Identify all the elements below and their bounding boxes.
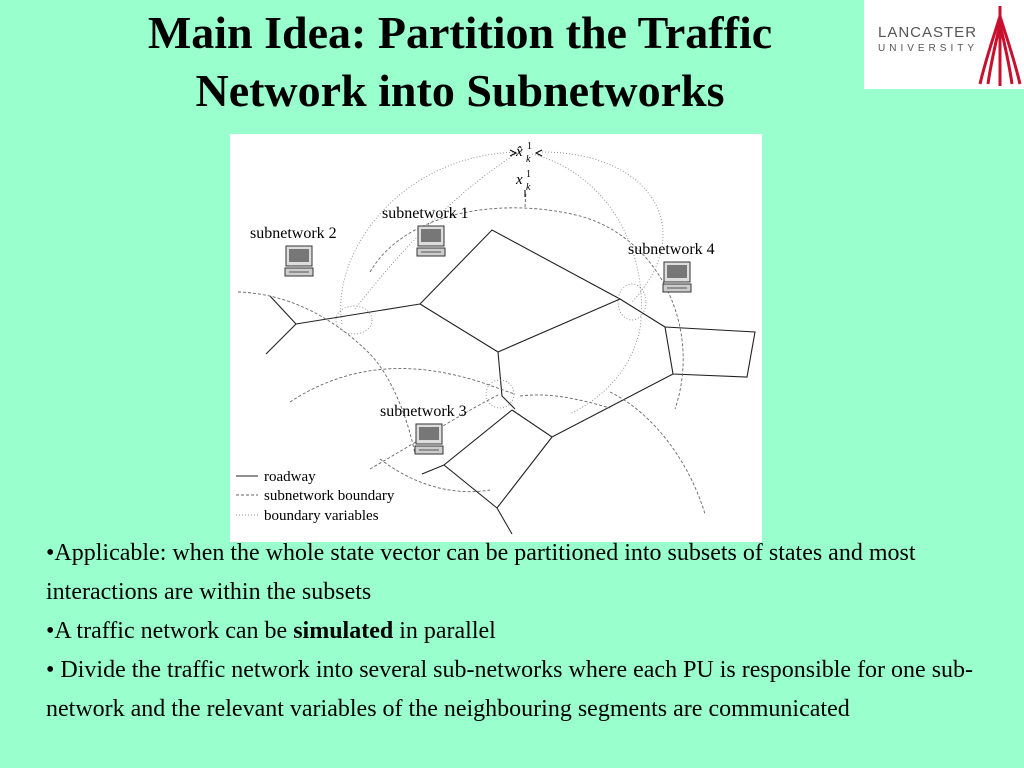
roadway-network (265, 229, 756, 535)
x-hat-superscript: 1 (527, 141, 532, 152)
subnetwork-2-label: subnetwork 2 (250, 225, 337, 242)
legend-subnetwork-boundary: subnetwork boundary (264, 488, 395, 504)
subnetwork-4-label: subnetwork 4 (628, 241, 715, 258)
subnetwork-3-label: subnetwork 3 (380, 403, 467, 420)
logo-emblem-icon (978, 6, 1022, 86)
bullet-2-text-start: •A traffic network can be (46, 618, 294, 644)
legend-boundary-variables: boundary variables (264, 508, 379, 524)
logo-text-lancaster: LANCASTER (878, 24, 978, 41)
x-subscript: k (526, 182, 531, 193)
bullet-list: •Applicable: when the whole state vector… (46, 534, 1006, 729)
bullet-divide: • Divide the traffic network into severa… (46, 657, 974, 722)
x-hat-subscript: k (526, 154, 531, 165)
subnetwork-boundaries (237, 191, 706, 515)
bullet-2-bold: simulated (293, 618, 394, 644)
bullet-simulated: •A traffic network can be simulated in p… (46, 612, 1006, 651)
x-label: x (515, 172, 523, 188)
legend-roadway: roadway (264, 469, 316, 485)
bullet-applicable: •Applicable: when the whole state vector… (46, 540, 916, 605)
title-line-1: Main Idea: Partition the Traffic (147, 7, 773, 58)
title-line-2: Network into Subnetworks (195, 65, 725, 116)
diagram-legend: roadway subnetwork boundary boundary var… (236, 469, 395, 524)
network-diagram: x̂ 1 k x 1 k subnetwork 1 subnetwork 2 s… (230, 134, 762, 542)
computer-icon-sub2 (284, 245, 314, 277)
university-logo: LANCASTER UNIVERSITY (864, 0, 1024, 89)
subnetwork-1-label: subnetwork 1 (382, 205, 469, 222)
boundary-variable-curves (335, 149, 664, 415)
logo-text-university: UNIVERSITY (878, 43, 979, 54)
computer-icon-sub4 (662, 261, 692, 293)
bullet-2-text-end: in parallel (393, 618, 496, 644)
variable-arrows (509, 149, 543, 197)
x-hat-label: x̂ (515, 144, 523, 160)
x-superscript: 1 (526, 169, 531, 180)
computer-icon-sub3 (414, 423, 444, 455)
slide-title: Main Idea: Partition the Traffic Network… (30, 4, 890, 120)
computer-icon-sub1 (416, 225, 446, 257)
